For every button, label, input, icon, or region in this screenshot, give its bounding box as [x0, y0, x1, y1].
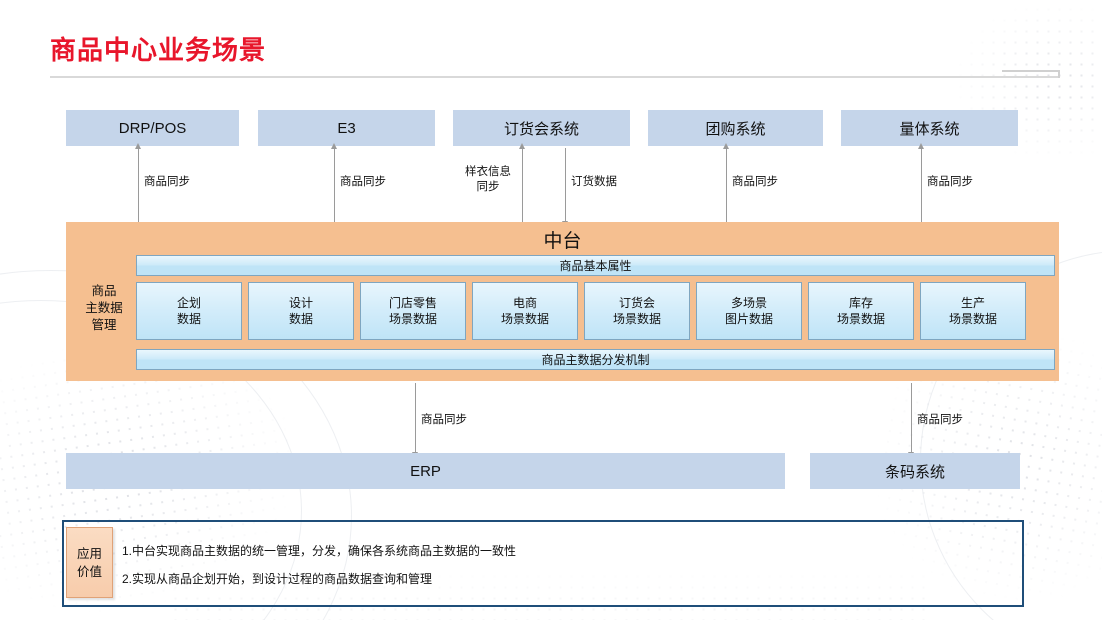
top-arrow-label-1: 商品同步 — [340, 176, 386, 188]
scenario-card-4[interactable]: 订货会场景数据 — [584, 282, 690, 340]
scenario-card-6[interactable]: 库存场景数据 — [808, 282, 914, 340]
scenario-card-line1: 生产 — [960, 296, 985, 310]
master-data-distribution-bar[interactable]: 商品主数据分发机制 — [136, 349, 1055, 370]
scenario-card-7[interactable]: 生产场景数据 — [920, 282, 1026, 340]
bottom-arrow-1 — [908, 383, 914, 458]
top-system-label: DRP/POS — [118, 119, 187, 137]
title-underline-tick — [1058, 70, 1060, 78]
top-arrow-label-2: 样衣信息同步 — [465, 166, 511, 193]
scenario-card-line1: 库存 — [848, 296, 873, 310]
application-value-panel — [62, 520, 1024, 607]
scenario-card-line2: 场景数据 — [388, 312, 437, 326]
top-system-label: 团购系统 — [705, 120, 766, 138]
bottom-arrow-label-0: 商品同步 — [421, 414, 467, 426]
top-arrow-4 — [723, 143, 729, 222]
application-value-tab-line2: 价值 — [76, 564, 102, 579]
top-arrow-3 — [562, 148, 568, 227]
top-system-box-2[interactable]: 订货会系统 — [453, 110, 630, 146]
bottom-system-label: 条码系统 — [884, 463, 945, 481]
scenario-card-line2: 场景数据 — [836, 312, 885, 326]
top-arrow-label-0: 商品同步 — [144, 176, 190, 188]
top-system-box-0[interactable]: DRP/POS — [66, 110, 239, 146]
master-data-management-label: 商品主数据管理 — [85, 284, 123, 332]
scenario-card-line2: 数据 — [176, 312, 201, 326]
scenario-card-5[interactable]: 多场景图片数据 — [696, 282, 802, 340]
scenario-card-line1: 门店零售 — [388, 296, 437, 310]
product-basic-attributes-bar[interactable]: 商品基本属性 — [136, 255, 1055, 276]
scenario-card-2[interactable]: 门店零售场景数据 — [360, 282, 466, 340]
top-system-box-1[interactable]: E3 — [258, 110, 435, 146]
middle-platform-panel: 中台 商品主数据管理 商品基本属性 企划数据设计数据门店零售场景数据电商场景数据… — [66, 222, 1059, 381]
top-arrow-label-3: 订货数据 — [571, 176, 617, 188]
application-value-line-1: 1.中台实现商品主数据的统一管理，分发，确保各系统商品主数据的一致性 — [122, 544, 517, 558]
scenario-card-line2: 数据 — [288, 312, 313, 326]
scenario-card-line1: 企划 — [176, 296, 201, 310]
scenario-card-line2: 图片数据 — [724, 312, 773, 326]
top-arrow-2 — [519, 143, 525, 222]
bottom-system-box-1[interactable]: 条码系统 — [810, 453, 1020, 489]
top-system-box-3[interactable]: 团购系统 — [648, 110, 823, 146]
background-dots-top-right — [900, 0, 1102, 180]
scenario-card-3[interactable]: 电商场景数据 — [472, 282, 578, 340]
scenario-card-line1: 设计 — [288, 296, 313, 310]
bottom-system-box-0[interactable]: ERP — [66, 453, 785, 489]
top-arrow-label-4: 商品同步 — [732, 176, 778, 188]
application-value-line-2: 2.实现从商品企划开始，到设计过程的商品数据查询和管理 — [122, 572, 433, 586]
bottom-system-label: ERP — [410, 462, 441, 480]
application-value-tab-line1: 应用 — [76, 546, 102, 561]
title-underline-step — [1002, 70, 1060, 72]
top-system-label: 订货会系统 — [503, 120, 579, 138]
top-arrow-0 — [135, 143, 141, 222]
scenario-card-line2: 场景数据 — [948, 312, 997, 326]
page-title: 商品中心业务场景 — [50, 35, 267, 65]
scenario-card-line1: 多场景 — [730, 296, 767, 310]
scenario-card-line2: 场景数据 — [500, 312, 549, 326]
top-system-label: E3 — [337, 119, 356, 137]
top-system-label: 量体系统 — [899, 120, 960, 138]
scenario-card-line1: 电商 — [512, 296, 537, 310]
top-arrow-5 — [918, 143, 924, 222]
scenario-card-line1: 订货会 — [618, 296, 655, 310]
bottom-arrow-label-1: 商品同步 — [917, 414, 963, 426]
bottom-arrow-0 — [412, 383, 418, 458]
scenario-card-0[interactable]: 企划数据 — [136, 282, 242, 340]
application-value-tab: 应用 价值 — [66, 527, 113, 598]
title-underline — [50, 76, 1060, 78]
platform-title: 中台 — [543, 231, 582, 252]
top-system-box-4[interactable]: 量体系统 — [841, 110, 1018, 146]
top-arrow-label-5: 商品同步 — [927, 176, 973, 188]
scenario-card-1[interactable]: 设计数据 — [248, 282, 354, 340]
top-arrow-1 — [331, 143, 337, 222]
scenario-card-line2: 场景数据 — [612, 312, 661, 326]
